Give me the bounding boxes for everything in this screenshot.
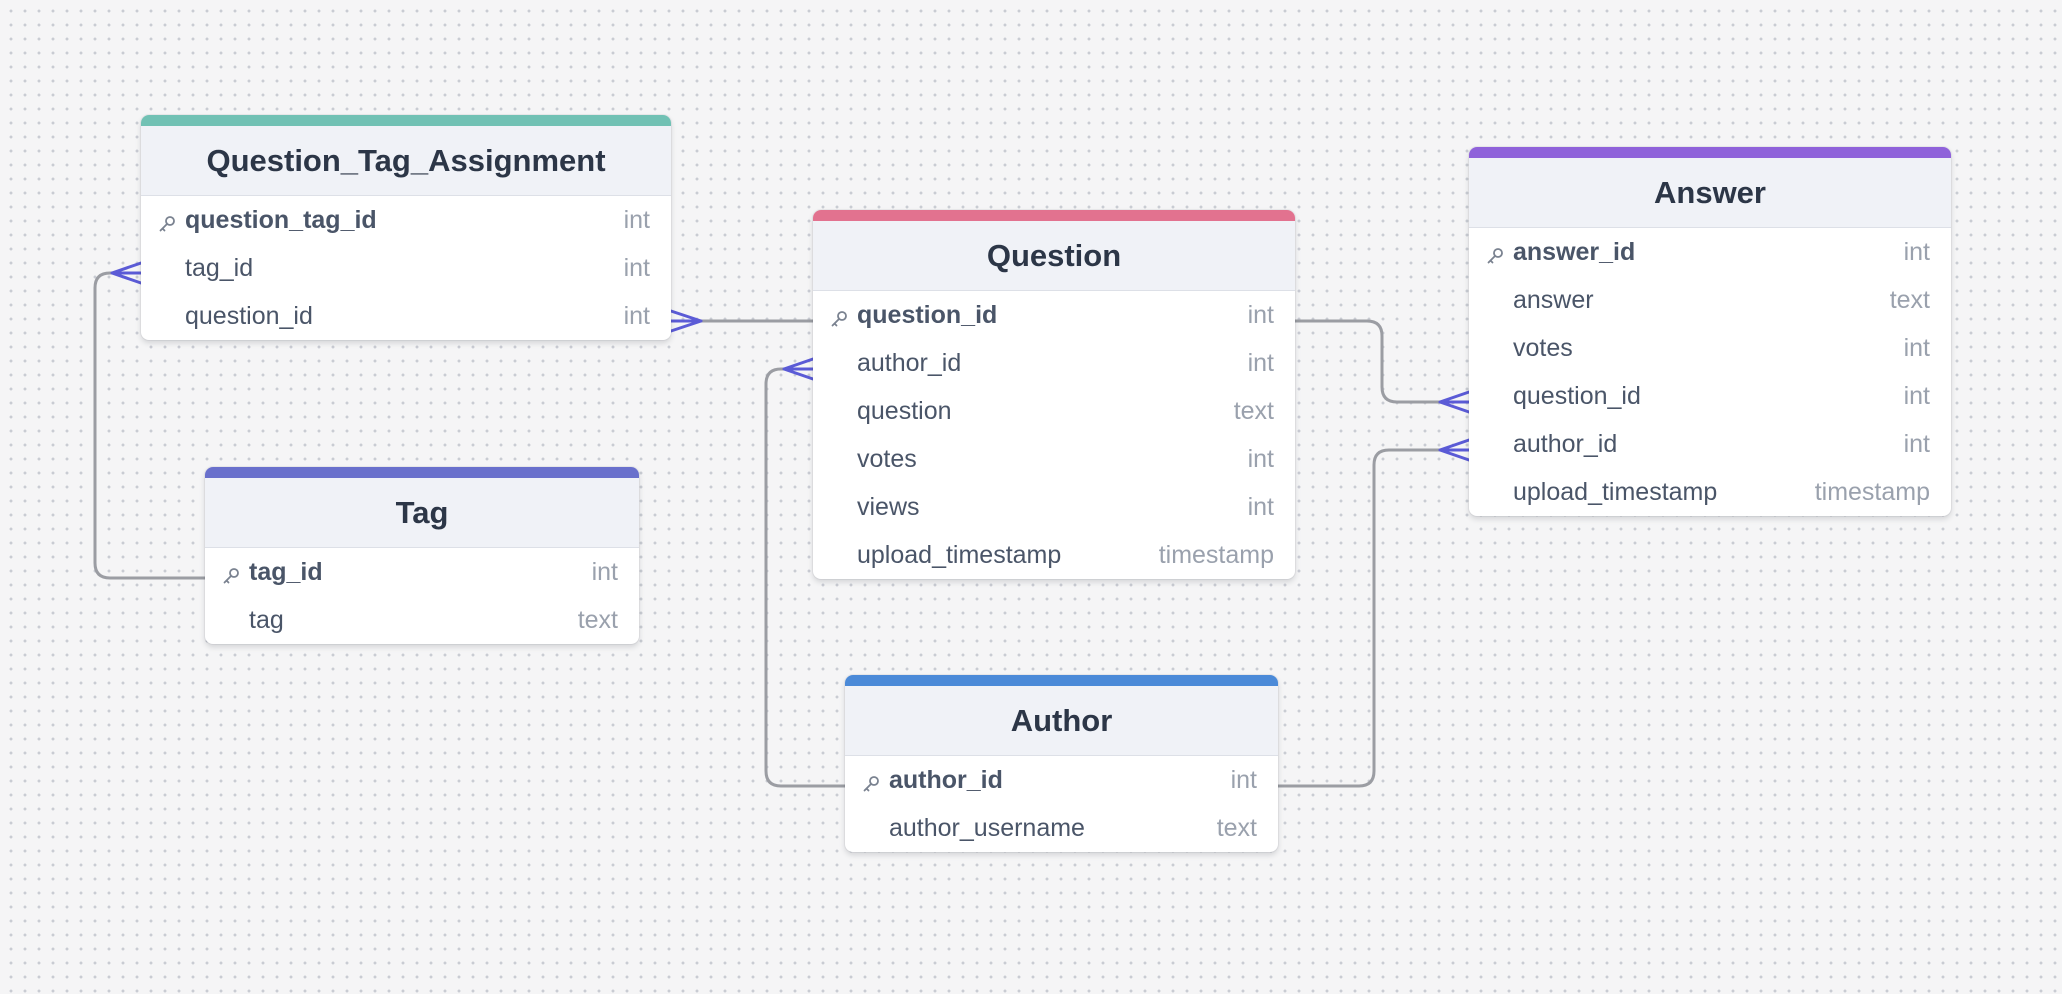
column-row[interactable]: question_id int: [813, 291, 1295, 339]
column-type: int: [1247, 444, 1274, 473]
column-type: text: [577, 605, 618, 634]
column-type: int: [1903, 381, 1930, 410]
column-type: timestamp: [1158, 540, 1274, 569]
column-type: text: [1889, 285, 1930, 314]
column-type: int: [1247, 348, 1274, 377]
column-type: text: [1233, 396, 1274, 425]
table-title: Tag: [205, 478, 639, 548]
table-title: Question: [813, 221, 1295, 291]
key-icon: [1486, 243, 1504, 264]
column-row[interactable]: votes int: [813, 435, 1295, 483]
column-name: tag_id: [249, 557, 323, 586]
column-type: int: [1903, 237, 1930, 266]
table-title: Answer: [1469, 158, 1951, 228]
column-name: votes: [1513, 333, 1573, 362]
column-type: int: [1247, 300, 1274, 329]
table-title: Question_Tag_Assignment: [141, 126, 671, 196]
column-name: votes: [857, 444, 917, 473]
column-type: int: [1230, 765, 1257, 794]
column-row[interactable]: author_id int: [845, 756, 1278, 804]
column-row[interactable]: tag_id int: [141, 244, 671, 292]
column-name: tag: [249, 605, 284, 634]
column-type: int: [1247, 492, 1274, 521]
column-row[interactable]: answer text: [1469, 276, 1951, 324]
table-author[interactable]: Author author_id int author_username text: [845, 675, 1278, 852]
edge-author-to-answer[interactable]: [1278, 438, 1471, 788]
column-row[interactable]: upload_timestamp timestamp: [1469, 468, 1951, 516]
key-icon: [222, 563, 240, 584]
column-row[interactable]: upload_timestamp timestamp: [813, 531, 1295, 579]
table-accent-bar: [813, 210, 1295, 221]
column-type: int: [1903, 429, 1930, 458]
column-row[interactable]: tag_id int: [205, 548, 639, 596]
column-row[interactable]: question_id int: [1469, 372, 1951, 420]
column-name: question_id: [857, 300, 998, 329]
table-accent-bar: [845, 675, 1278, 686]
column-row[interactable]: question text: [813, 387, 1295, 435]
column-type: int: [623, 301, 650, 330]
table-tag[interactable]: Tag tag_id int tag text: [205, 467, 639, 644]
column-type: int: [591, 557, 618, 586]
column-row[interactable]: votes int: [1469, 324, 1951, 372]
column-name: answer_id: [1513, 237, 1636, 266]
column-name: tag_id: [185, 253, 254, 282]
table-accent-bar: [141, 115, 671, 126]
column-name: question_tag_id: [185, 205, 377, 234]
column-row[interactable]: author_id int: [1469, 420, 1951, 468]
table-accent-bar: [205, 467, 639, 478]
column-row[interactable]: question_tag_id int: [141, 196, 671, 244]
table-accent-bar: [1469, 147, 1951, 158]
column-name: author_id: [889, 765, 1003, 794]
crow-foot-icon: [669, 309, 703, 333]
column-row[interactable]: views int: [813, 483, 1295, 531]
crow-foot-icon: [782, 357, 815, 381]
column-type: int: [1903, 333, 1930, 362]
column-type: int: [623, 253, 650, 282]
column-name: upload_timestamp: [857, 540, 1062, 569]
column-row[interactable]: author_id int: [813, 339, 1295, 387]
column-row[interactable]: author_username text: [845, 804, 1278, 852]
column-type: int: [623, 205, 650, 234]
key-icon: [830, 306, 848, 327]
column-name: question_id: [185, 301, 313, 330]
column-name: views: [857, 492, 920, 521]
column-name: question_id: [1513, 381, 1641, 410]
table-title: Author: [845, 686, 1278, 756]
key-icon: [862, 771, 880, 792]
column-name: author_id: [857, 348, 962, 377]
crow-foot-icon: [1438, 438, 1471, 462]
column-row[interactable]: tag text: [205, 596, 639, 644]
column-name: upload_timestamp: [1513, 477, 1718, 506]
column-row[interactable]: answer_id int: [1469, 228, 1951, 276]
edge-question-to-answer[interactable]: [1295, 319, 1471, 414]
column-type: timestamp: [1814, 477, 1930, 506]
column-name: answer: [1513, 285, 1594, 314]
column-name: question: [857, 396, 952, 425]
crow-foot-icon: [110, 261, 143, 285]
column-name: author_username: [889, 813, 1085, 842]
key-icon: [158, 211, 176, 232]
crow-foot-icon: [1438, 390, 1471, 414]
column-row[interactable]: question_id int: [141, 292, 671, 340]
column-name: author_id: [1513, 429, 1618, 458]
column-type: text: [1216, 813, 1257, 842]
edge-question-to-question-tag-assignment[interactable]: [669, 309, 813, 333]
